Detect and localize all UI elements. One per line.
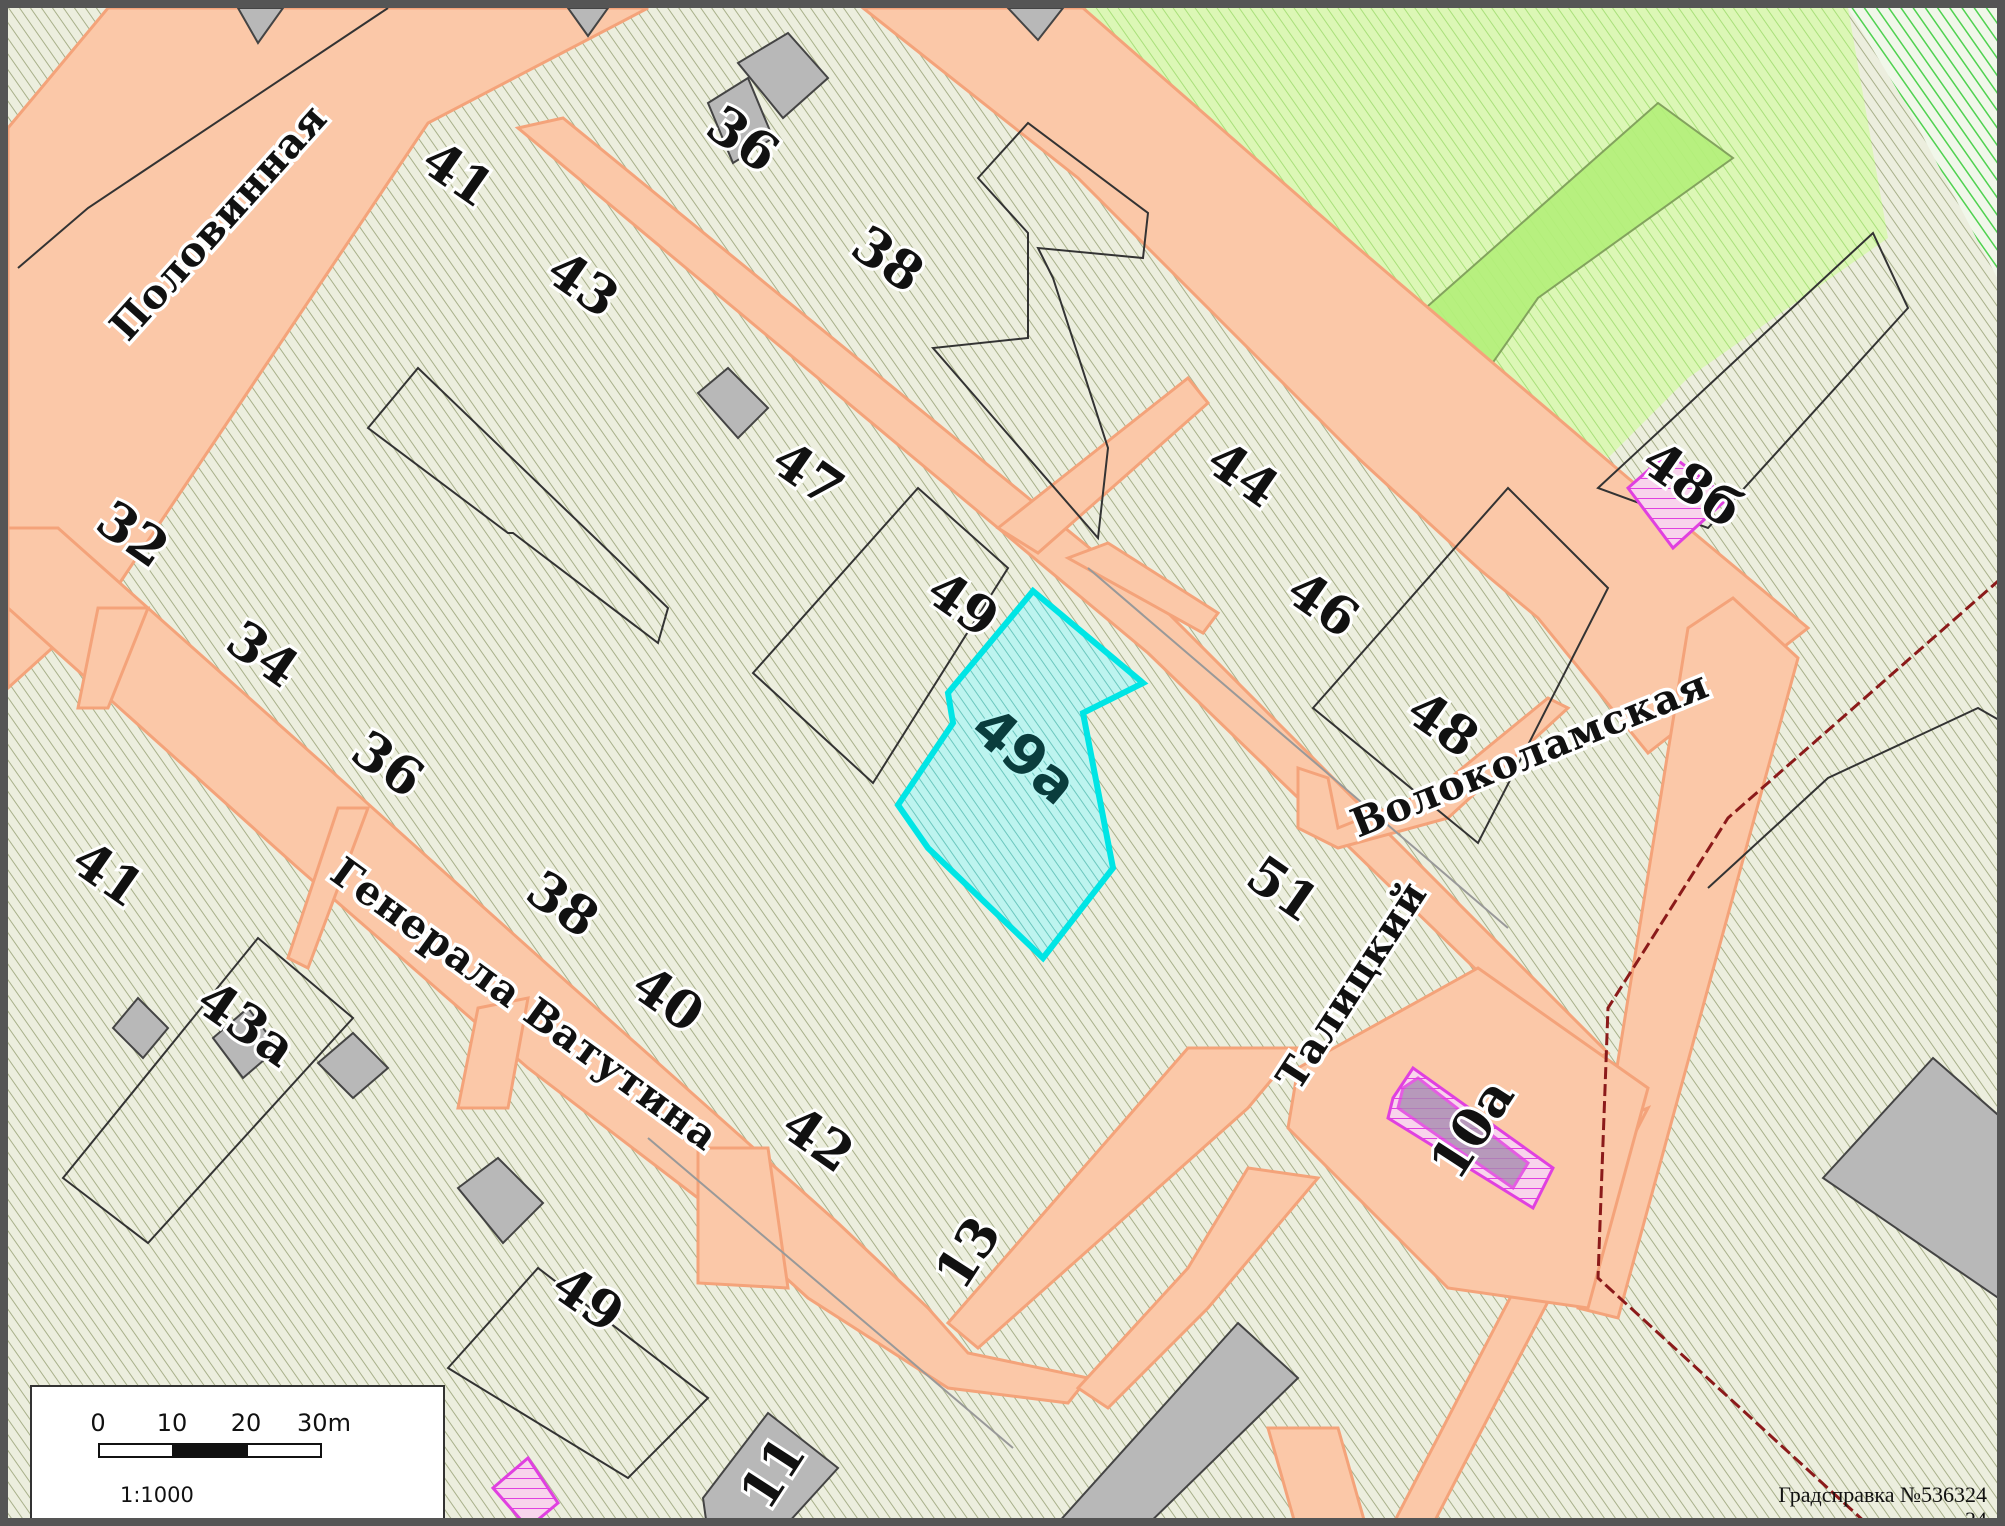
green-bright-zone bbox=[1848, 8, 1997, 278]
highlighted-parcel-outline[interactable] bbox=[894, 586, 1149, 963]
scale-tick-10: 10 bbox=[156, 1409, 188, 1437]
scale-tick-30: 30m bbox=[297, 1409, 351, 1437]
admin-boundary bbox=[1596, 580, 1997, 1518]
reference-number: Градсправка №536324 bbox=[1778, 1482, 1987, 1507]
magenta-areas bbox=[490, 451, 1731, 1518]
scale-segment-2 bbox=[172, 1443, 248, 1458]
scale-bar: 0 10 20 30m 1:1000 bbox=[30, 1385, 445, 1518]
scale-tick-20: 20 bbox=[230, 1409, 262, 1437]
map-svg: Половинная Генерала Ватутина Волоколамск… bbox=[8, 8, 1997, 1518]
roads bbox=[8, 8, 1811, 1518]
light-line bbox=[1087, 567, 1509, 929]
page-number: 24 bbox=[1965, 1507, 1987, 1526]
buildings bbox=[111, 8, 1997, 1518]
scale-segment-1 bbox=[98, 1443, 174, 1458]
scale-tick-0: 0 bbox=[90, 1409, 106, 1437]
green-zone bbox=[1083, 8, 1888, 458]
scale-ratio: 1:1000 bbox=[120, 1483, 194, 1507]
scale-segment-3 bbox=[246, 1443, 322, 1458]
contours bbox=[17, 8, 1997, 1480]
light-line-2 bbox=[647, 1137, 1014, 1449]
reference-block: Градсправка №536324 24 bbox=[1778, 1482, 1987, 1526]
